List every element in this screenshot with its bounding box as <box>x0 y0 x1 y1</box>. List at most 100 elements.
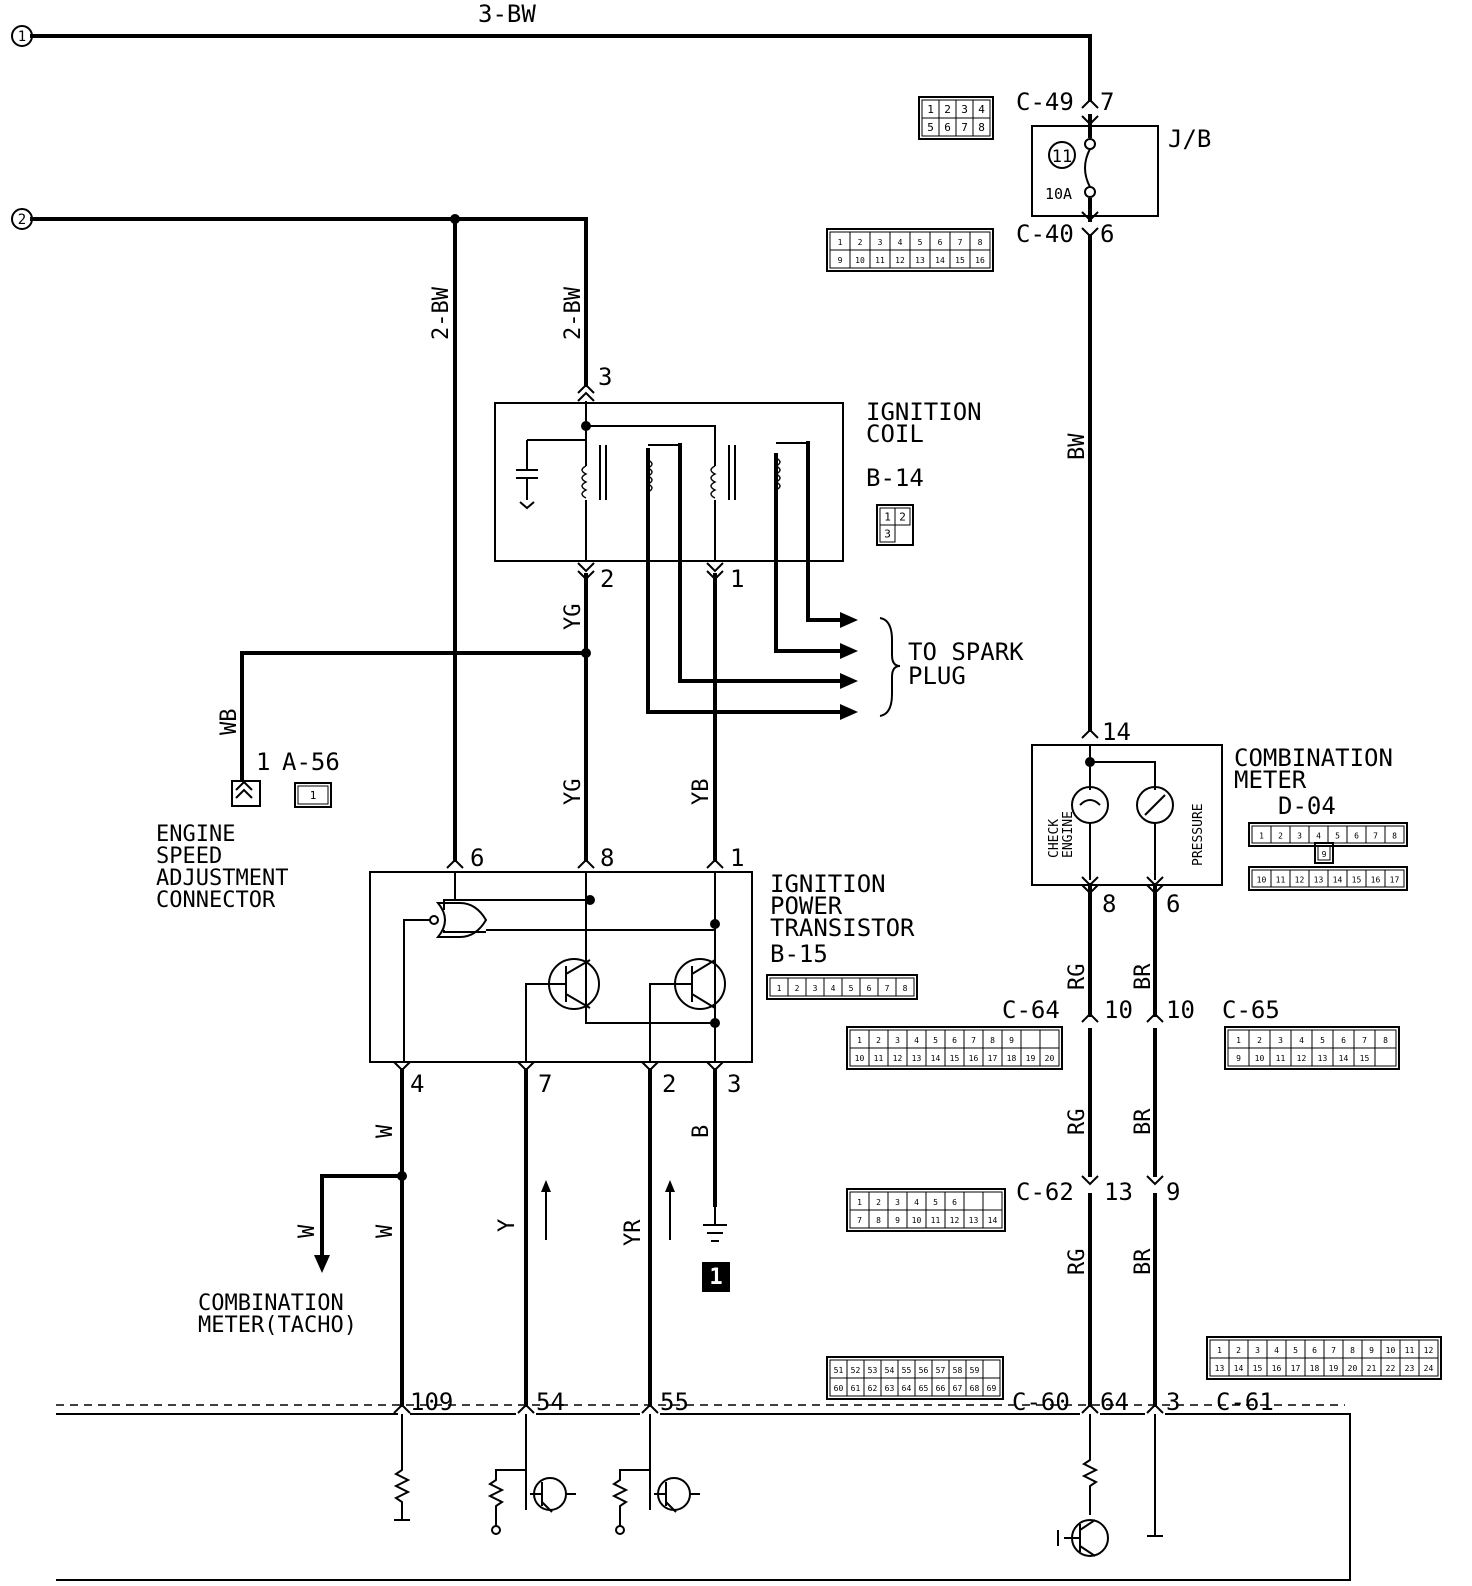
c65-pin: 8 <box>1383 1036 1388 1045</box>
c60-pin: 56 <box>919 1366 929 1375</box>
tr-pin-8: 8 <box>600 844 614 872</box>
engine-speed-3: ADJUSTMENT <box>156 866 288 891</box>
c62-pin: 11 <box>931 1216 941 1225</box>
ecu-pin-55: 55 <box>660 1388 689 1416</box>
c61-pin: 2 <box>1236 1346 1241 1355</box>
tr-pin-2: 2 <box>662 1070 676 1098</box>
c40-pin: 15 <box>955 256 965 265</box>
c49-pin: 5 <box>927 121 934 134</box>
c65-pin: 3 <box>1278 1036 1283 1045</box>
wire-label-yb: YB <box>689 779 714 806</box>
c40-pin: 11 <box>875 256 885 265</box>
ignition-power-transistor <box>369 871 753 1063</box>
c65-pin: 14 <box>1339 1054 1349 1063</box>
coil-title-1: IGNITION <box>866 398 982 426</box>
wire-label-2bw-a: 2-BW <box>429 286 454 340</box>
c61-pin: 18 <box>1310 1364 1320 1373</box>
c61-pin: 21 <box>1367 1364 1377 1373</box>
wires <box>30 34 1157 1407</box>
d04-mid-connector-icon: 9 <box>1314 842 1334 864</box>
c64-pin: 17 <box>988 1054 998 1063</box>
c49-pin: 6 <box>944 121 951 134</box>
c40-pin: 5 <box>918 238 923 247</box>
d04-top-pin: 7 <box>1373 832 1378 841</box>
c49-pin: 8 <box>978 121 985 134</box>
c60-pin: 63 <box>885 1384 895 1393</box>
c62-pin: 10 <box>912 1216 922 1225</box>
wire-label-3bw: 3-BW <box>478 0 536 28</box>
b15-pin: 3 <box>813 984 818 993</box>
c65-pin: 11 <box>1276 1054 1286 1063</box>
d04-bot-pin: 10 <box>1257 876 1267 885</box>
d04-top-pin: 5 <box>1335 832 1340 841</box>
c60-pin: 66 <box>936 1384 946 1393</box>
c65-pin: 9 <box>1236 1054 1241 1063</box>
spark-plug-1: TO SPARK <box>908 638 1024 666</box>
c49-pin: 7 <box>1100 88 1114 116</box>
ecu-pin-54: 54 <box>536 1388 565 1416</box>
c49-pin: 2 <box>944 103 951 116</box>
c62-pin: 9 <box>895 1216 900 1225</box>
fuse-number-circle <box>1048 141 1076 169</box>
a56-pin: 1 <box>310 789 317 802</box>
d04-top-pin: 1 <box>1259 832 1264 841</box>
wire-label-wb: WB <box>217 709 242 736</box>
c64-pin: 20 <box>1045 1054 1055 1063</box>
wire-label-rg3: RG <box>1065 1249 1090 1276</box>
b14-pin: 2 <box>899 511 906 524</box>
c64-pin: 4 <box>914 1036 919 1045</box>
c64-pin: 18 <box>1007 1054 1017 1063</box>
c61-pin: 7 <box>1331 1346 1336 1355</box>
c64-pin: 6 <box>952 1036 957 1045</box>
b15-pin: 5 <box>849 984 854 993</box>
check-engine-1: CHECK <box>1047 819 1062 858</box>
wire-label-2bw-b: 2-BW <box>561 286 586 340</box>
d04-bot-pin: 16 <box>1371 876 1381 885</box>
c61-pin: 14 <box>1234 1364 1244 1373</box>
c60-pin: 58 <box>953 1366 963 1375</box>
c65-pin: 10 <box>1255 1054 1265 1063</box>
c62-pin: 6 <box>952 1198 957 1207</box>
spark-arrows <box>314 612 858 1273</box>
c60-pin: 68 <box>970 1384 980 1393</box>
b14-pin: 3 <box>884 528 891 541</box>
wire-label-br2: BR <box>1131 1108 1156 1135</box>
a56-connector-icon: 1 <box>294 782 332 808</box>
fuse-rating: 10A <box>1045 185 1072 203</box>
input-1-label: 1 <box>18 29 26 45</box>
c40-pin: 12 <box>895 256 905 265</box>
d04-bot-pin: 11 <box>1276 876 1286 885</box>
c61-pin: 9 <box>1369 1346 1374 1355</box>
engine-speed-connector <box>231 780 261 807</box>
c40-pin: 6 <box>1100 220 1114 248</box>
c61-pin: 12 <box>1424 1346 1434 1355</box>
c64-pin: 9 <box>1009 1036 1014 1045</box>
c60-pin: 51 <box>834 1366 844 1375</box>
c64-pin: 19 <box>1026 1054 1036 1063</box>
c40-pin: 6 <box>938 238 943 247</box>
fuse-number: 11 <box>1052 147 1072 167</box>
transistor-title-3: TRANSISTOR <box>770 914 915 942</box>
c49-pin: 3 <box>961 103 968 116</box>
c60-pin: 54 <box>885 1366 895 1375</box>
wire-label-y: Y <box>495 1219 520 1232</box>
c65-pin: 6 <box>1341 1036 1346 1045</box>
d04-bot-pin: 14 <box>1333 876 1343 885</box>
c62-pin: 5 <box>933 1198 938 1207</box>
c62-pin-rg: 13 <box>1104 1178 1133 1206</box>
c65-label: C-65 <box>1222 996 1280 1024</box>
c40-pin: 1 <box>838 238 843 247</box>
c60-pin: 53 <box>868 1366 878 1375</box>
tr-pin-3: 3 <box>727 1070 741 1098</box>
coil-pin-1: 1 <box>730 565 744 593</box>
ground-label: 1 <box>709 1265 722 1290</box>
b15-pin: 6 <box>867 984 872 993</box>
meter-title-1: COMBINATION <box>1234 744 1393 772</box>
